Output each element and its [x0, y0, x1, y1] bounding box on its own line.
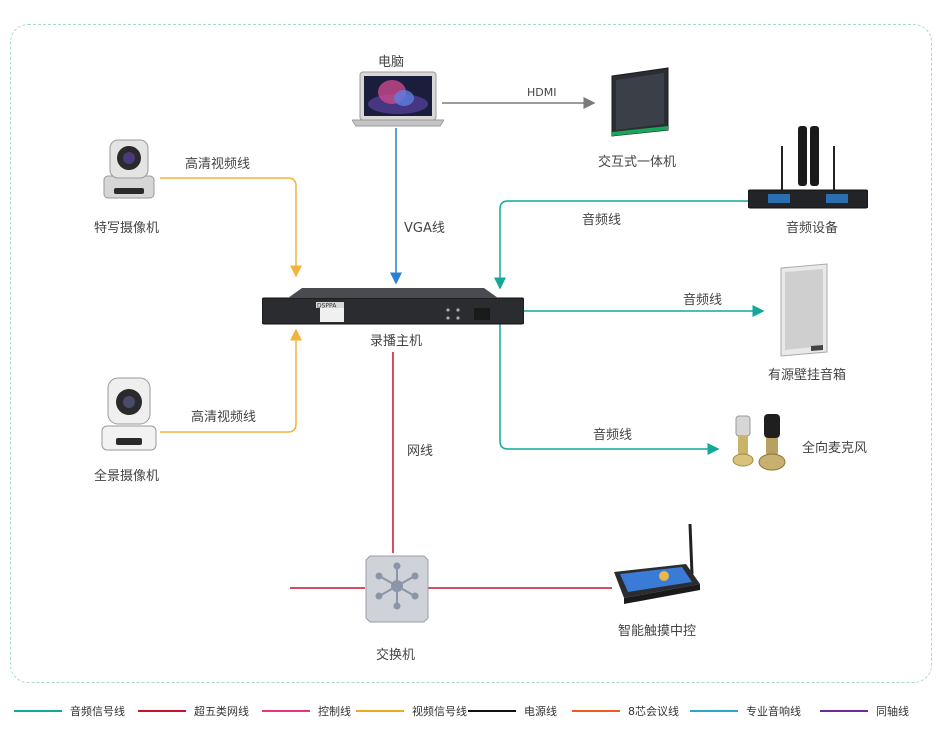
legend-swatch: [262, 710, 310, 712]
legend-label: 电源线: [524, 705, 557, 718]
audio-in-line: [494, 200, 750, 290]
legend-label: 同轴线: [876, 705, 909, 718]
laptop-icon: [352, 71, 444, 127]
panorama-camera-icon: [101, 377, 157, 451]
vga-label: VGA线: [404, 221, 445, 236]
legend-item: 8芯会议线: [572, 703, 679, 719]
legend-label: 控制线: [318, 705, 351, 718]
diagram-frame: [10, 24, 932, 683]
recorder-host-icon: DSPPA: [262, 288, 524, 325]
legend-swatch: [14, 710, 62, 712]
network-label: 网线: [407, 444, 434, 459]
wall-speaker-icon: [780, 263, 828, 357]
legend-swatch: [572, 710, 620, 712]
touch-controller-icon: [614, 523, 700, 604]
network-switch-icon: [365, 555, 429, 623]
legend-swatch: [356, 710, 404, 712]
interactive-display-label: 交互式一体机: [598, 155, 677, 170]
closeup-camera-label: 特写摄像机: [94, 221, 160, 236]
legend-label: 视频信号线: [412, 705, 467, 718]
hd-video-label-top: 高清视频线: [185, 157, 251, 172]
legend-label: 8芯会议线: [628, 705, 679, 718]
switch-label: 交换机: [376, 648, 416, 663]
active-speaker-label: 有源壁挂音箱: [768, 368, 847, 383]
legend-label: 超五类网线: [194, 705, 249, 718]
hd-video-line-top: [160, 177, 302, 278]
audio-mic-label: 音频线: [593, 428, 633, 443]
omni-microphone-icon: [732, 414, 786, 471]
audio-equipment-label: 音频设备: [786, 221, 839, 236]
closeup-camera-icon: [103, 139, 155, 199]
legend-item: 控制线: [262, 703, 351, 719]
hd-video-line-bottom: [160, 328, 302, 433]
legend-swatch: [468, 710, 516, 712]
computer-label: 电脑: [378, 55, 405, 70]
legend-item: 电源线: [468, 703, 557, 719]
legend-item: 专业音响线: [690, 703, 801, 719]
legend-label: 音频信号线: [70, 705, 125, 718]
hdmi-label: HDMI: [527, 86, 557, 99]
legend-item: 音频信号线: [14, 703, 125, 719]
legend-item: 视频信号线: [356, 703, 467, 719]
legend: 音频信号线 超五类网线 控制线 视频信号线 电源线 8芯会议线 专业音响线 同轴…: [14, 703, 934, 719]
legend-label: 专业音响线: [746, 705, 801, 718]
omni-mic-label: 全向麦克风: [802, 441, 868, 456]
legend-item: 同轴线: [820, 703, 909, 719]
touch-controller-label: 智能触摸中控: [618, 624, 697, 639]
audio-in-label: 音频线: [582, 213, 622, 228]
recorder-brand-text: DSPPA: [317, 303, 337, 310]
recorder-host-label: 录播主机: [370, 334, 423, 349]
legend-swatch: [820, 710, 868, 712]
legend-swatch: [138, 710, 186, 712]
audio-speaker-label: 音频线: [683, 293, 723, 308]
hd-video-label-bottom: 高清视频线: [191, 410, 257, 425]
wireless-mic-receiver-icon: [748, 126, 868, 209]
legend-item: 超五类网线: [138, 703, 249, 719]
legend-swatch: [690, 710, 738, 712]
audio-mic-line: [499, 324, 720, 455]
display-icon: [611, 67, 669, 137]
panorama-camera-label: 全景摄像机: [94, 469, 160, 484]
